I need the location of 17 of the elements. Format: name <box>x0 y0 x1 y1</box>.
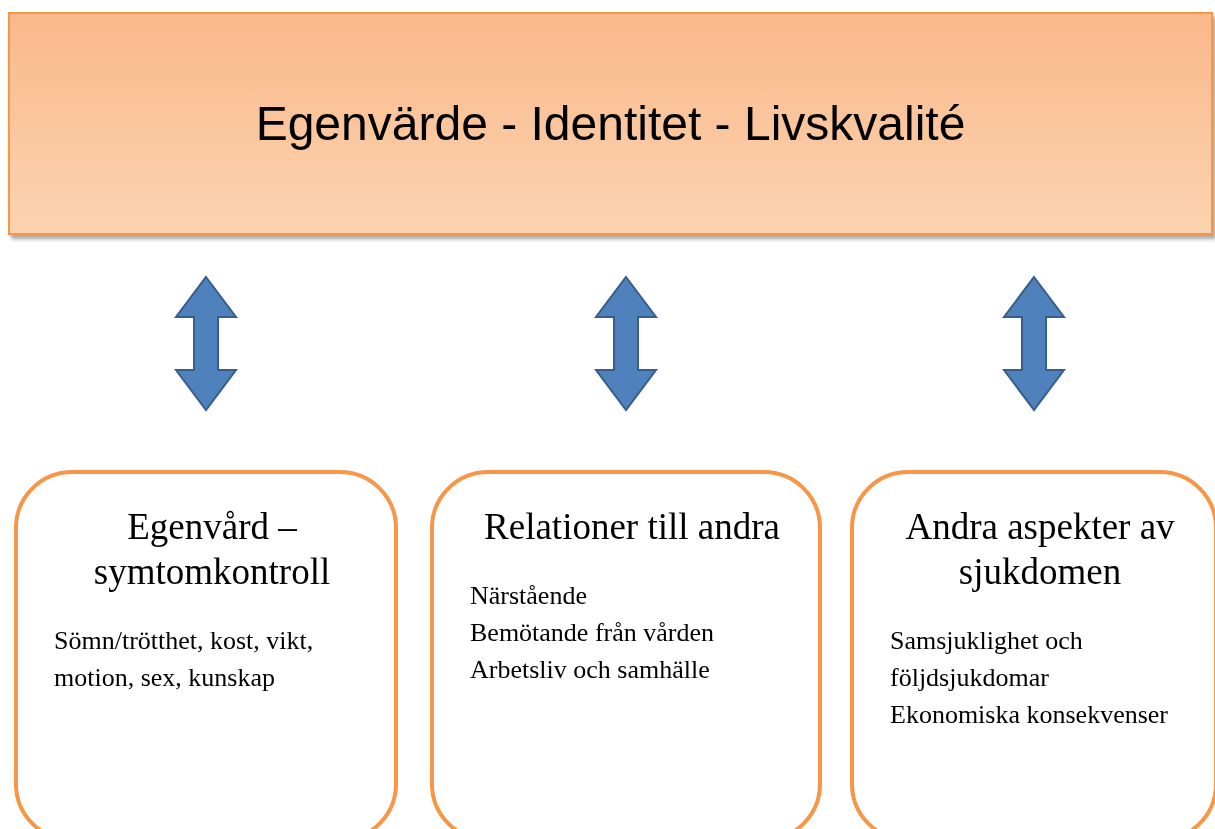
card-heading: Andra aspekter av sjukdomen <box>904 505 1176 594</box>
double-arrow <box>594 275 658 412</box>
topic-card <box>430 470 822 829</box>
card-heading: Egenvård – symtomkontroll <box>92 505 332 594</box>
card-text: Bemötande från vården <box>470 617 715 649</box>
topic-card <box>14 470 398 829</box>
card-text: Arbetsliv och samhälle <box>470 654 711 686</box>
card-text: Sömn/trötthet, kost, vikt, motion, sex, kunskap <box>54 625 315 694</box>
topic-card <box>850 470 1215 829</box>
card-heading: Relationer till andra <box>483 505 781 549</box>
card-text: Närstående <box>470 580 588 612</box>
title-text: Egenvärde - Identitet - Livskvalité <box>255 96 966 151</box>
title-banner <box>8 12 1213 235</box>
double-arrow <box>1002 275 1066 412</box>
card-text: Samsjuklighet och följdsjukdomar <box>890 625 1084 694</box>
card-text: Ekonomiska konsekvenser <box>890 699 1169 731</box>
double-arrow <box>174 275 238 412</box>
